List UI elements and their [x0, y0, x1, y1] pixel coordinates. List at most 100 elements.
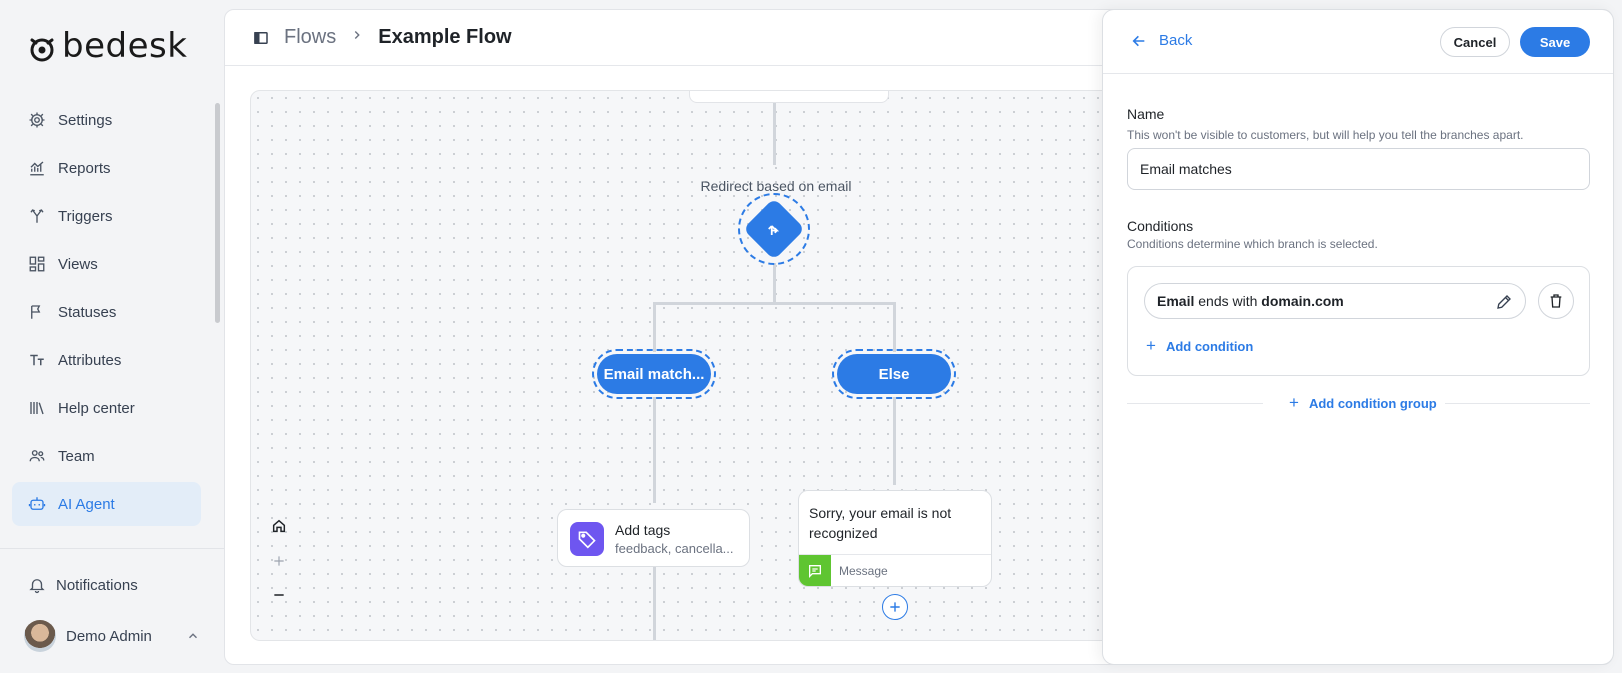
sidebar-nav: Settings Reports Triggers Views Statuses: [12, 98, 201, 530]
sidebar-item-label: Reports: [58, 159, 111, 177]
tag-icon: [570, 522, 604, 556]
delete-condition-button[interactable]: [1538, 283, 1574, 319]
sidebar: bedesk Settings Reports Triggers Views: [0, 0, 224, 673]
sidebar-item-attributes[interactable]: Attributes: [12, 338, 201, 382]
add-condition-group-row: + Add condition group: [1127, 393, 1590, 413]
user-menu[interactable]: Demo Admin: [24, 620, 200, 652]
sidebar-item-reports[interactable]: Reports: [12, 146, 201, 190]
chevron-right-icon: [350, 28, 364, 47]
branch-label: Else: [837, 354, 951, 394]
condition-item[interactable]: Email ends with domain.com: [1144, 283, 1526, 319]
sidebar-item-label: AI Agent: [58, 495, 115, 513]
sidebar-scrollbar[interactable]: [215, 103, 220, 323]
trash-icon: [1550, 294, 1562, 308]
sidebar-item-label: Help center: [58, 399, 135, 417]
header: Flows Example Flow: [225, 10, 1612, 66]
condition-field: Email: [1157, 293, 1195, 309]
flow-node-previous[interactable]: [689, 91, 889, 103]
sidebar-item-ai-agent[interactable]: AI Agent: [12, 482, 201, 526]
sidebar-item-triggers[interactable]: Triggers: [12, 194, 201, 238]
sidebar-item-statuses[interactable]: Statuses: [12, 290, 201, 334]
redirect-node-label: Redirect based on email: [700, 178, 852, 194]
branch-icon: [768, 225, 780, 235]
zoom-in-icon[interactable]: [269, 551, 289, 571]
add-condition-button[interactable]: + Add condition: [1146, 336, 1253, 356]
conditions-label: Conditions: [1127, 218, 1194, 234]
text-size-icon: [28, 351, 46, 369]
condition-value: domain.com: [1261, 293, 1344, 309]
message-text: Sorry, your email is not recognized: [809, 505, 952, 541]
add-condition-label: Add condition: [1165, 338, 1254, 354]
pencil-icon[interactable]: [1495, 293, 1513, 311]
bot-icon: [28, 495, 46, 513]
plus-icon: +: [1146, 336, 1156, 355]
add-condition-group-button[interactable]: + Add condition group: [1281, 393, 1445, 413]
message-node-footer: Message: [799, 554, 991, 586]
breadcrumb-flows[interactable]: Flows: [284, 26, 337, 48]
back-button[interactable]: Back: [1131, 32, 1192, 49]
gear-icon: [28, 111, 46, 129]
team-icon: [28, 447, 46, 465]
brand-name: bedesk: [62, 26, 188, 66]
page-title: Example Flow: [378, 26, 512, 48]
library-icon: [28, 399, 46, 417]
logo[interactable]: bedesk: [26, 26, 187, 66]
node-type-label: Message: [839, 563, 888, 578]
logo-mark-icon: [26, 32, 58, 64]
connector-line: [893, 397, 896, 485]
redirect-node[interactable]: [738, 193, 810, 265]
divider: [1437, 403, 1590, 404]
sidebar-item-views[interactable]: Views: [12, 242, 201, 286]
sidebar-item-label: Views: [58, 255, 98, 273]
branch-email-matches[interactable]: Email match...: [592, 349, 716, 399]
condition-operator: ends with: [1198, 293, 1258, 309]
save-button[interactable]: Save: [1520, 27, 1590, 57]
node-title: Add tags: [615, 522, 671, 538]
views-icon: [28, 255, 46, 273]
divider: [1127, 403, 1263, 404]
home-icon[interactable]: [269, 516, 289, 536]
branch-label: Email match...: [597, 354, 711, 394]
bell-icon: [28, 576, 46, 594]
sidebar-divider: [0, 548, 224, 549]
connector-line: [653, 302, 896, 305]
sidebar-item-label: Statuses: [58, 303, 117, 321]
notifications-label: Notifications: [56, 576, 138, 594]
connector-line: [773, 263, 776, 303]
panel-header: Back Cancel Save: [1103, 10, 1613, 74]
add-condition-group-label: Add condition group: [1308, 395, 1437, 411]
branch-else[interactable]: Else: [832, 349, 956, 399]
sidebar-item-help-center[interactable]: Help center: [12, 386, 201, 430]
branch-name-input[interactable]: Email matches: [1127, 148, 1590, 190]
sidebar-toggle-icon[interactable]: [252, 29, 270, 47]
add-tags-node[interactable]: Add tags feedback, cancella...: [557, 509, 750, 567]
conditions-help: Conditions determine which branch is sel…: [1127, 237, 1378, 251]
add-step-button[interactable]: [882, 594, 908, 620]
flow-canvas[interactable]: Redirect based on email Email match... E…: [250, 90, 1250, 641]
chevron-up-icon: [186, 629, 200, 643]
branch-settings-panel: Back Cancel Save Name This won't be visi…: [1102, 9, 1614, 665]
sidebar-item-label: Attributes: [58, 351, 122, 369]
sidebar-item-label: Triggers: [58, 207, 113, 225]
message-icon: [799, 555, 831, 586]
sidebar-item-settings[interactable]: Settings: [12, 98, 201, 142]
sidebar-item-team[interactable]: Team: [12, 434, 201, 478]
sidebar-item-label: Team: [58, 447, 95, 465]
name-label: Name: [1127, 106, 1165, 122]
node-subtitle: feedback, cancella...: [615, 541, 734, 556]
connector-line: [773, 103, 776, 165]
flag-icon: [28, 303, 46, 321]
zoom-out-icon[interactable]: [269, 585, 289, 605]
name-help: This won't be visible to customers, but …: [1127, 128, 1524, 142]
notifications-link[interactable]: Notifications: [28, 576, 138, 594]
condition-group: Email ends with domain.com + Add conditi…: [1127, 266, 1590, 376]
chart-icon: [28, 159, 46, 177]
cancel-button[interactable]: Cancel: [1440, 27, 1510, 57]
plus-icon: +: [1289, 393, 1299, 412]
back-label: Back: [1159, 32, 1193, 49]
connector-line: [653, 302, 656, 352]
connector-line: [653, 566, 656, 640]
plus-icon: [890, 602, 900, 612]
user-name: Demo Admin: [66, 627, 152, 645]
message-node[interactable]: Sorry, your email is not recognized Mess…: [798, 490, 992, 587]
